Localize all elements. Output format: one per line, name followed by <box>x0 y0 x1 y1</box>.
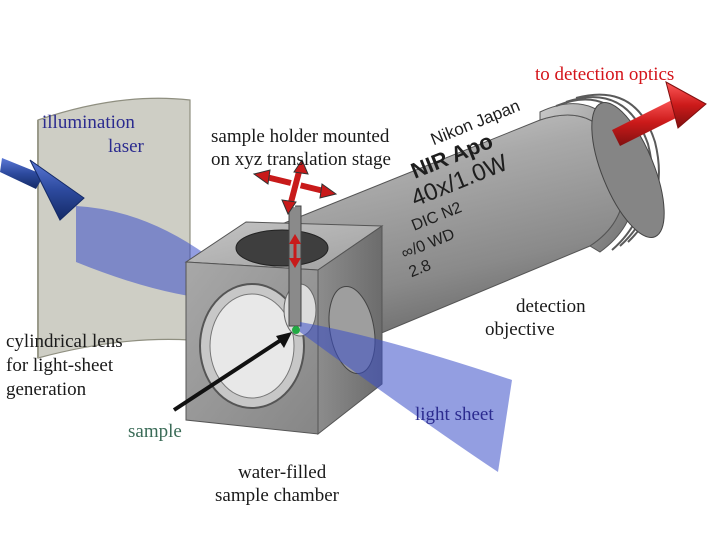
sample-chamber-label-line2: sample chamber <box>215 485 339 506</box>
detection-optics-arrow-icon <box>612 81 707 146</box>
sample-holder-label-line2: on xyz translation stage <box>211 149 391 170</box>
detection-objective-label-line2: objective <box>485 319 555 340</box>
cylindrical-lens-label-line3: generation <box>6 379 87 400</box>
illumination-laser-label-line2: laser <box>108 136 144 157</box>
sample-holder-rod-icon <box>288 205 302 327</box>
cylindrical-lens-label-line1: cylindrical lens <box>6 331 123 352</box>
illumination-laser-label-line1: illumination <box>42 112 135 133</box>
light-sheet-right-icon <box>300 322 512 472</box>
sample-dot-icon <box>292 326 300 334</box>
sample-chamber-label-line1: water-filled <box>238 462 327 483</box>
to-detection-optics-label: to detection optics <box>535 64 675 85</box>
illumination-laser-arrow-icon <box>0 158 85 221</box>
light-sheet-label: light sheet <box>415 404 494 425</box>
sample-label: sample <box>128 421 182 442</box>
sample-pointer-arrow-icon <box>172 332 292 412</box>
xyz-cross-arrows-icon <box>252 158 338 216</box>
detection-objective-label-line1: detection <box>516 296 586 317</box>
sample-holder-label-line1: sample holder mounted <box>211 126 390 147</box>
sample-chamber-icon <box>184 221 384 436</box>
cylindrical-lens-label-line2: for light-sheet <box>6 355 114 376</box>
